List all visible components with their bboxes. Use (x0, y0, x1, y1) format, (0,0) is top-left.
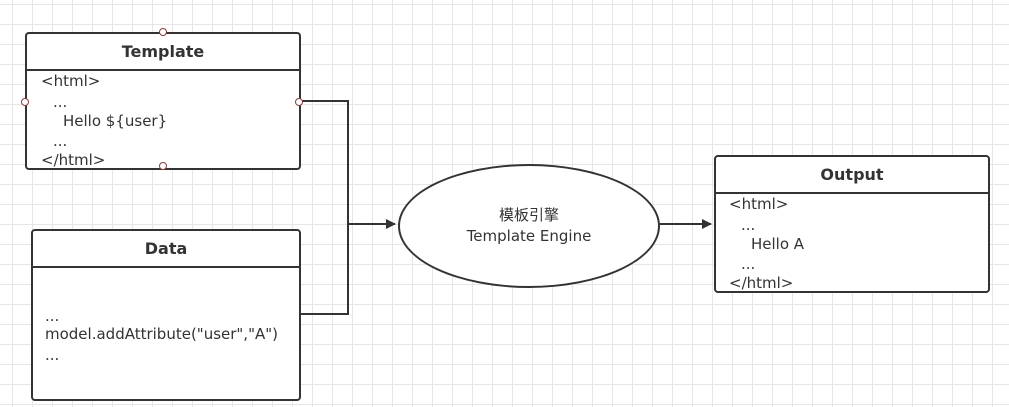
data-line: ... (45, 346, 60, 364)
output-line: ... (741, 255, 756, 273)
template-title: Template (27, 34, 299, 71)
data-line: ... (45, 307, 60, 325)
output-title: Output (716, 157, 988, 194)
template-handle-top[interactable] (159, 28, 167, 36)
template-line: <html> (41, 72, 101, 90)
output-line: ... (741, 216, 756, 234)
template-line: </html> (41, 151, 106, 169)
template-handle-left[interactable] (21, 98, 29, 106)
template-node[interactable]: Template <html> ... Hello ${user} ... </… (21, 28, 303, 170)
output-line: </html> (729, 274, 794, 292)
template-handle-right[interactable] (295, 98, 303, 106)
data-connector[interactable] (301, 224, 349, 315)
template-line: ... (53, 93, 68, 111)
output-node[interactable]: Output <html> ... Hello A ... </html> (714, 155, 990, 293)
template-connector[interactable] (301, 100, 349, 224)
output-line: Hello A (751, 235, 805, 253)
template-line: Hello ${user} (63, 112, 168, 130)
engine-label-cn: 模板引擎 (498, 206, 559, 224)
data-title: Data (33, 231, 299, 268)
template-line: ... (53, 132, 68, 150)
output-line: <html> (729, 195, 789, 213)
template-engine-node[interactable]: 模板引擎 Template Engine (398, 164, 660, 288)
data-node[interactable]: Data ... model.addAttribute("user","A") … (31, 229, 301, 401)
template-handle-bottom[interactable] (159, 162, 167, 170)
data-line: model.addAttribute("user","A") (45, 325, 278, 343)
engine-label-en: Template Engine (466, 227, 592, 245)
